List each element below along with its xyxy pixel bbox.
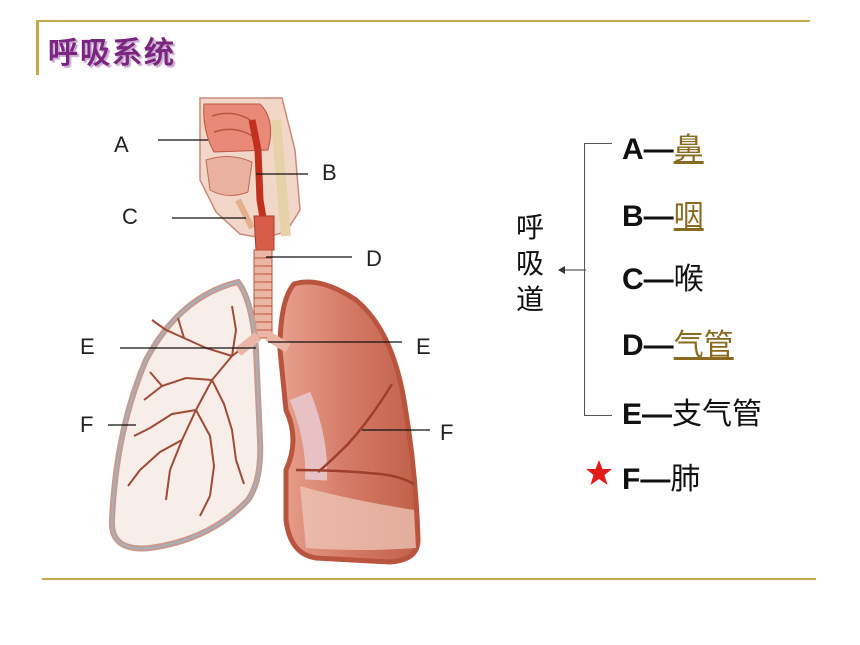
legend-link-nose[interactable]: 鼻 bbox=[673, 132, 704, 167]
star-icon bbox=[586, 460, 612, 485]
legend-name-larynx: 喉 bbox=[673, 262, 704, 297]
legend-name-lung: 肺 bbox=[670, 462, 701, 497]
legend-letter: A bbox=[622, 133, 644, 166]
legend-item-e: E—支气管 bbox=[622, 389, 762, 433]
legend-item-c: C—喉 bbox=[622, 254, 704, 298]
legend-item-d: D—气管 bbox=[622, 320, 734, 364]
legend-letter: B bbox=[622, 200, 644, 233]
legend-link-pharynx[interactable]: 咽 bbox=[673, 199, 704, 234]
legend-dash: — bbox=[643, 329, 674, 362]
diagram-label-f-right: F bbox=[440, 420, 453, 445]
title-bar: 呼吸系统 bbox=[36, 20, 810, 75]
head-section bbox=[199, 97, 301, 251]
legend-link-trachea[interactable]: 气管 bbox=[673, 328, 734, 363]
trachea-drawing bbox=[253, 249, 273, 339]
legend-letter: D bbox=[622, 329, 644, 362]
legend-dash: — bbox=[640, 463, 671, 496]
legend-item-b: B—咽 bbox=[622, 191, 704, 235]
diagram-label-e-right: E bbox=[416, 334, 431, 359]
legend-dash: — bbox=[643, 263, 674, 296]
legend-item-f: F—肺 bbox=[622, 454, 700, 498]
respiratory-tract-bracket bbox=[584, 143, 614, 416]
legend-letter: C bbox=[622, 263, 644, 296]
diagram-label-b: B bbox=[322, 160, 337, 185]
diagram-label-c: C bbox=[122, 204, 138, 229]
arrow-left-icon bbox=[558, 266, 586, 274]
legend-letter: F bbox=[622, 463, 641, 496]
legend-dash: — bbox=[642, 398, 673, 431]
title-rule-vertical bbox=[36, 20, 39, 75]
legend-dash: — bbox=[643, 133, 674, 166]
diagram-label-f-left: F bbox=[80, 412, 93, 437]
respiratory-tract-label: 呼吸道 bbox=[515, 211, 544, 316]
leader-lines bbox=[108, 139, 430, 431]
legend-letter: E bbox=[622, 398, 643, 431]
left-lung-drawing bbox=[108, 278, 264, 552]
title-rule-horizontal bbox=[36, 20, 810, 22]
legend-name-bronchi: 支气管 bbox=[672, 397, 763, 432]
footer-rule bbox=[42, 578, 816, 580]
right-lung-drawing bbox=[277, 279, 421, 565]
legend-dash: — bbox=[643, 200, 674, 233]
diagram-label-d: D bbox=[366, 246, 382, 271]
diagram-label-e-left: E bbox=[80, 334, 95, 359]
page-title: 呼吸系统 bbox=[48, 36, 176, 71]
diagram-label-a: A bbox=[114, 132, 129, 157]
legend-item-a: A—鼻 bbox=[622, 124, 704, 168]
